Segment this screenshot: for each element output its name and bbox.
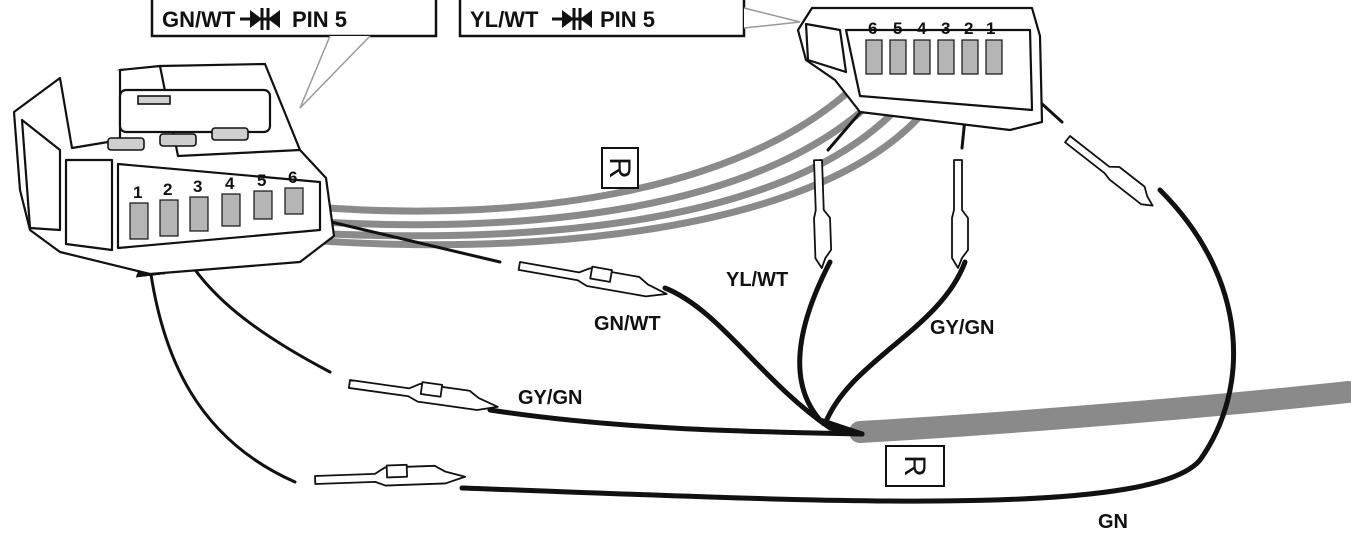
callout-right-wire: YL/WT [470, 7, 539, 32]
terminal-gy-gn-right [951, 159, 969, 269]
left-pin-3: 3 [193, 177, 202, 196]
r-marker-lower-text: R [898, 455, 931, 477]
terminal-gy-gn-left [347, 379, 499, 411]
left-connector: 1 2 3 4 5 6 [12, 62, 336, 276]
callout-left-wire: GN/WT [162, 7, 236, 32]
right-pin-labels: 6 5 4 3 2 1 [868, 19, 995, 38]
left-pin-4: 4 [225, 174, 235, 193]
label-gn-wt: GN/WT [594, 313, 661, 335]
right-pin-3: 3 [941, 19, 950, 38]
label-gy-gn-left: GY/GN [518, 387, 582, 409]
right-cavities [865, 39, 1003, 75]
r-marker-upper: R [601, 147, 639, 189]
terminal-gn-wt [517, 261, 668, 298]
black-wires [459, 187, 1237, 504]
callout-right: YL/WT PIN 5 [458, 0, 801, 38]
terminal-gn-left [314, 463, 467, 487]
splice-symbol [240, 8, 280, 30]
right-pin-2: 2 [964, 19, 973, 38]
callout-left-pin: PIN 5 [292, 7, 347, 32]
left-pin-1: 1 [133, 183, 142, 202]
left-pin-6: 6 [288, 168, 297, 187]
splice-symbol [552, 8, 592, 30]
label-yl-wt: YL/WT [726, 269, 788, 291]
right-pin-5: 5 [893, 19, 902, 38]
r-marker-upper-text: R [603, 157, 636, 179]
label-gy-gn-right: GY/GN [930, 317, 994, 339]
callout-right-pin: PIN 5 [600, 7, 655, 32]
left-pin-5: 5 [257, 171, 266, 190]
terminal-yl-wt [813, 159, 833, 269]
left-pin-labels: 1 2 3 4 5 6 [133, 168, 297, 202]
right-pin-6: 6 [868, 19, 877, 38]
r-marker-lower: R [885, 445, 945, 487]
callout-left: GN/WT PIN 5 [150, 0, 438, 109]
terminal-gn-right [1064, 135, 1154, 207]
left-cavities [129, 187, 304, 240]
left-pin-2: 2 [163, 180, 172, 199]
right-pin-1: 1 [986, 19, 995, 38]
connector-jumper-wires [196, 58, 950, 249]
right-pin-4: 4 [917, 19, 927, 38]
right-connector: 6 5 4 3 2 1 [796, 6, 1044, 132]
label-gn: GN [1098, 511, 1128, 533]
main-harness [849, 381, 1351, 443]
